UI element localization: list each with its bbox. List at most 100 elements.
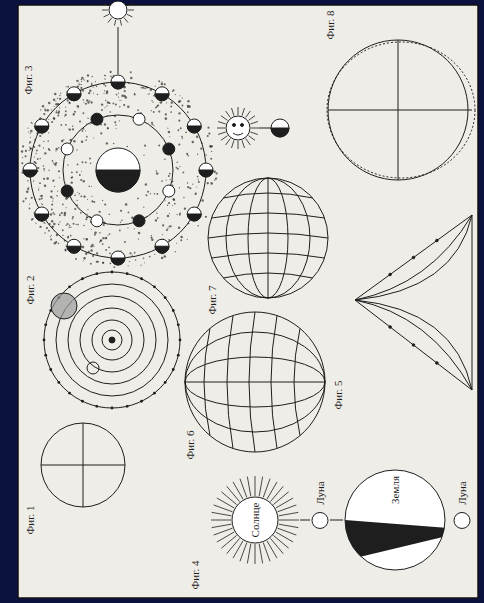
- speckle-dot: [59, 95, 60, 96]
- speckle-dot: [91, 200, 93, 202]
- speckle-dot: [64, 116, 65, 117]
- moon-phase: [155, 239, 169, 253]
- speckle-dot: [45, 109, 47, 111]
- speckle-dot: [35, 153, 36, 154]
- speckle-dot: [44, 170, 45, 171]
- speckle-dot: [87, 80, 89, 82]
- speckle-dot: [137, 198, 139, 200]
- speckle-dot: [54, 186, 55, 187]
- speckle-dot: [83, 225, 84, 226]
- speckle-dot: [182, 138, 183, 139]
- speckle-dot: [145, 183, 147, 185]
- speckle-dot: [58, 110, 60, 112]
- speckle-dot: [77, 224, 79, 226]
- speckle-dot: [105, 237, 107, 239]
- sun-ray: [211, 520, 231, 521]
- speckle-dot: [103, 224, 105, 226]
- sun-ray: [221, 136, 227, 141]
- speckle-dot: [75, 258, 77, 260]
- orbit-ring: [30, 82, 206, 258]
- speckle-dot: [104, 90, 105, 91]
- moon-phase-shade: [67, 94, 81, 101]
- speckle-dot: [196, 136, 198, 138]
- figure-seven: [208, 178, 328, 298]
- speckle-dot: [91, 186, 92, 187]
- speckle-dot: [207, 135, 209, 137]
- speckle-dot: [66, 86, 67, 87]
- star-dot: [44, 323, 47, 326]
- speckle-dot: [39, 135, 41, 137]
- speckle-dot: [109, 233, 111, 235]
- speckle-dot: [58, 224, 60, 226]
- speckle-dot: [50, 190, 52, 192]
- speckle-dot: [76, 149, 77, 150]
- figure-label: Фиг. 5: [333, 381, 344, 410]
- speckle-dot: [30, 130, 33, 133]
- speckle-dot: [82, 112, 84, 114]
- speckle-dot: [83, 238, 84, 239]
- star-dot: [179, 339, 182, 342]
- tick-dot: [436, 239, 439, 242]
- sun-ray: [232, 108, 234, 116]
- sun-ray: [279, 520, 299, 521]
- speckle-dot: [55, 111, 57, 113]
- speckle-dot: [118, 96, 119, 97]
- speckle-dot: [113, 266, 115, 268]
- speckle-dot: [120, 221, 121, 222]
- speckle-dot: [36, 150, 38, 152]
- speckle-dot: [53, 162, 54, 163]
- speckle-dot: [182, 97, 183, 98]
- parallel: [271, 316, 277, 449]
- moon-phase-shade: [111, 82, 125, 89]
- moon-phase: [187, 207, 201, 221]
- speckle-dot: [67, 86, 69, 88]
- speckle-dot: [80, 195, 82, 197]
- star-dot: [68, 285, 71, 288]
- speckle-dot: [107, 127, 109, 129]
- speckle-dot: [73, 223, 75, 225]
- speckle-dot: [68, 236, 69, 237]
- earth-shade: [96, 170, 140, 192]
- tick-dot: [389, 273, 392, 276]
- speckle-dot: [107, 235, 108, 236]
- speckle-dot: [169, 136, 170, 137]
- star-dot: [164, 381, 167, 384]
- speckle-dot: [85, 218, 87, 220]
- dashed-ellipse: [327, 42, 475, 178]
- speckle-dot: [65, 114, 67, 116]
- speckle-dot: [96, 252, 98, 254]
- speckle-dot: [51, 121, 53, 123]
- speckle-dot: [187, 182, 188, 183]
- speckle-dot: [127, 106, 130, 109]
- speckle-dot: [81, 81, 82, 82]
- speckle-dot: [165, 117, 168, 120]
- sun-ray: [279, 512, 299, 515]
- speckle-dot: [142, 86, 144, 88]
- speckle-dot: [67, 223, 69, 225]
- sun-ray: [251, 128, 259, 129]
- speckle-dot: [178, 112, 180, 114]
- speckle-dot: [43, 222, 45, 224]
- speckle-dot: [116, 94, 118, 96]
- plate: [18, 5, 478, 598]
- speckle-dot: [97, 94, 98, 95]
- speckle-dot: [124, 241, 126, 243]
- speckle-dot: [143, 154, 144, 155]
- speckle-dot: [90, 123, 91, 124]
- speckle-dot: [105, 237, 107, 239]
- speckle-dot: [205, 216, 207, 218]
- planet-disc: [51, 293, 77, 319]
- orbit-ring: [63, 115, 173, 225]
- speckle-dot: [45, 108, 46, 109]
- star-dot: [68, 392, 71, 395]
- speckle-dot: [48, 102, 51, 105]
- speckle-dot: [161, 180, 163, 182]
- speckle-dot: [161, 82, 162, 83]
- speckle-dot: [167, 227, 168, 228]
- speckle-dot: [167, 215, 169, 217]
- speckle-dot: [71, 181, 73, 183]
- speckle-dot: [59, 98, 61, 100]
- speckle-dot: [170, 111, 172, 113]
- speckle-dot: [119, 229, 121, 231]
